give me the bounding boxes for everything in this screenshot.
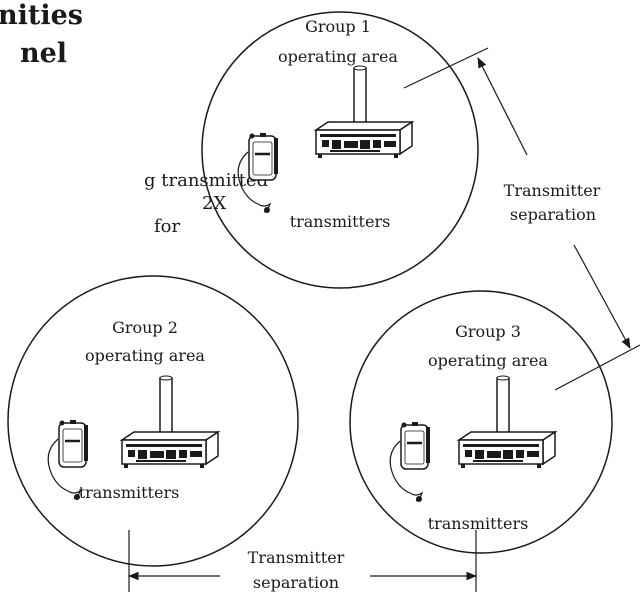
group-3-circle (349, 290, 613, 554)
base-transmitter-icon (458, 375, 556, 469)
base-transmitter-icon (121, 375, 219, 469)
group-2-caption: transmitters (79, 483, 180, 502)
group-1-subtitle: operating area (278, 47, 398, 66)
body-text-line-2: 2X (202, 193, 227, 214)
diagonal-separation-label-line-1: Transmitter (504, 181, 601, 200)
group-2-title: Group 2 (112, 318, 178, 337)
body-text-line-3: for (154, 216, 181, 237)
diagonal-separation-dimension: Transmitter separation (477, 57, 631, 349)
bodypack-transmitter-icon (388, 420, 432, 504)
group-3-subtitle: operating area (428, 351, 548, 370)
group-3-title: Group 3 (455, 322, 521, 341)
base-transmitter-icon (315, 65, 413, 159)
group-3-area: Group 3 operating area transmitters (349, 290, 613, 554)
group-2-subtitle: operating area (85, 346, 205, 365)
diagonal-separation-label-line-2: separation (510, 205, 596, 224)
horizontal-separation-dimension (127, 530, 478, 592)
horizontal-separation-label-line-2: separation (253, 573, 339, 592)
group-1-area: Group 1 operating area transmitters (201, 11, 479, 289)
leader-lines (403, 47, 640, 391)
bodypack-transmitter-icon (236, 131, 280, 215)
group-2-circle (7, 275, 299, 567)
group-2-area: Group 2 operating area transmitters (7, 275, 299, 567)
group-1-title: Group 1 (305, 17, 371, 36)
group-1-circle (201, 11, 479, 289)
section-heading-line-1: nities (0, 0, 83, 31)
group-3-caption: transmitters (428, 514, 529, 533)
horizontal-separation-label-line-1: Transmitter (248, 548, 345, 567)
section-heading-line-2: nel (20, 38, 68, 69)
group-1-caption: transmitters (290, 212, 391, 231)
